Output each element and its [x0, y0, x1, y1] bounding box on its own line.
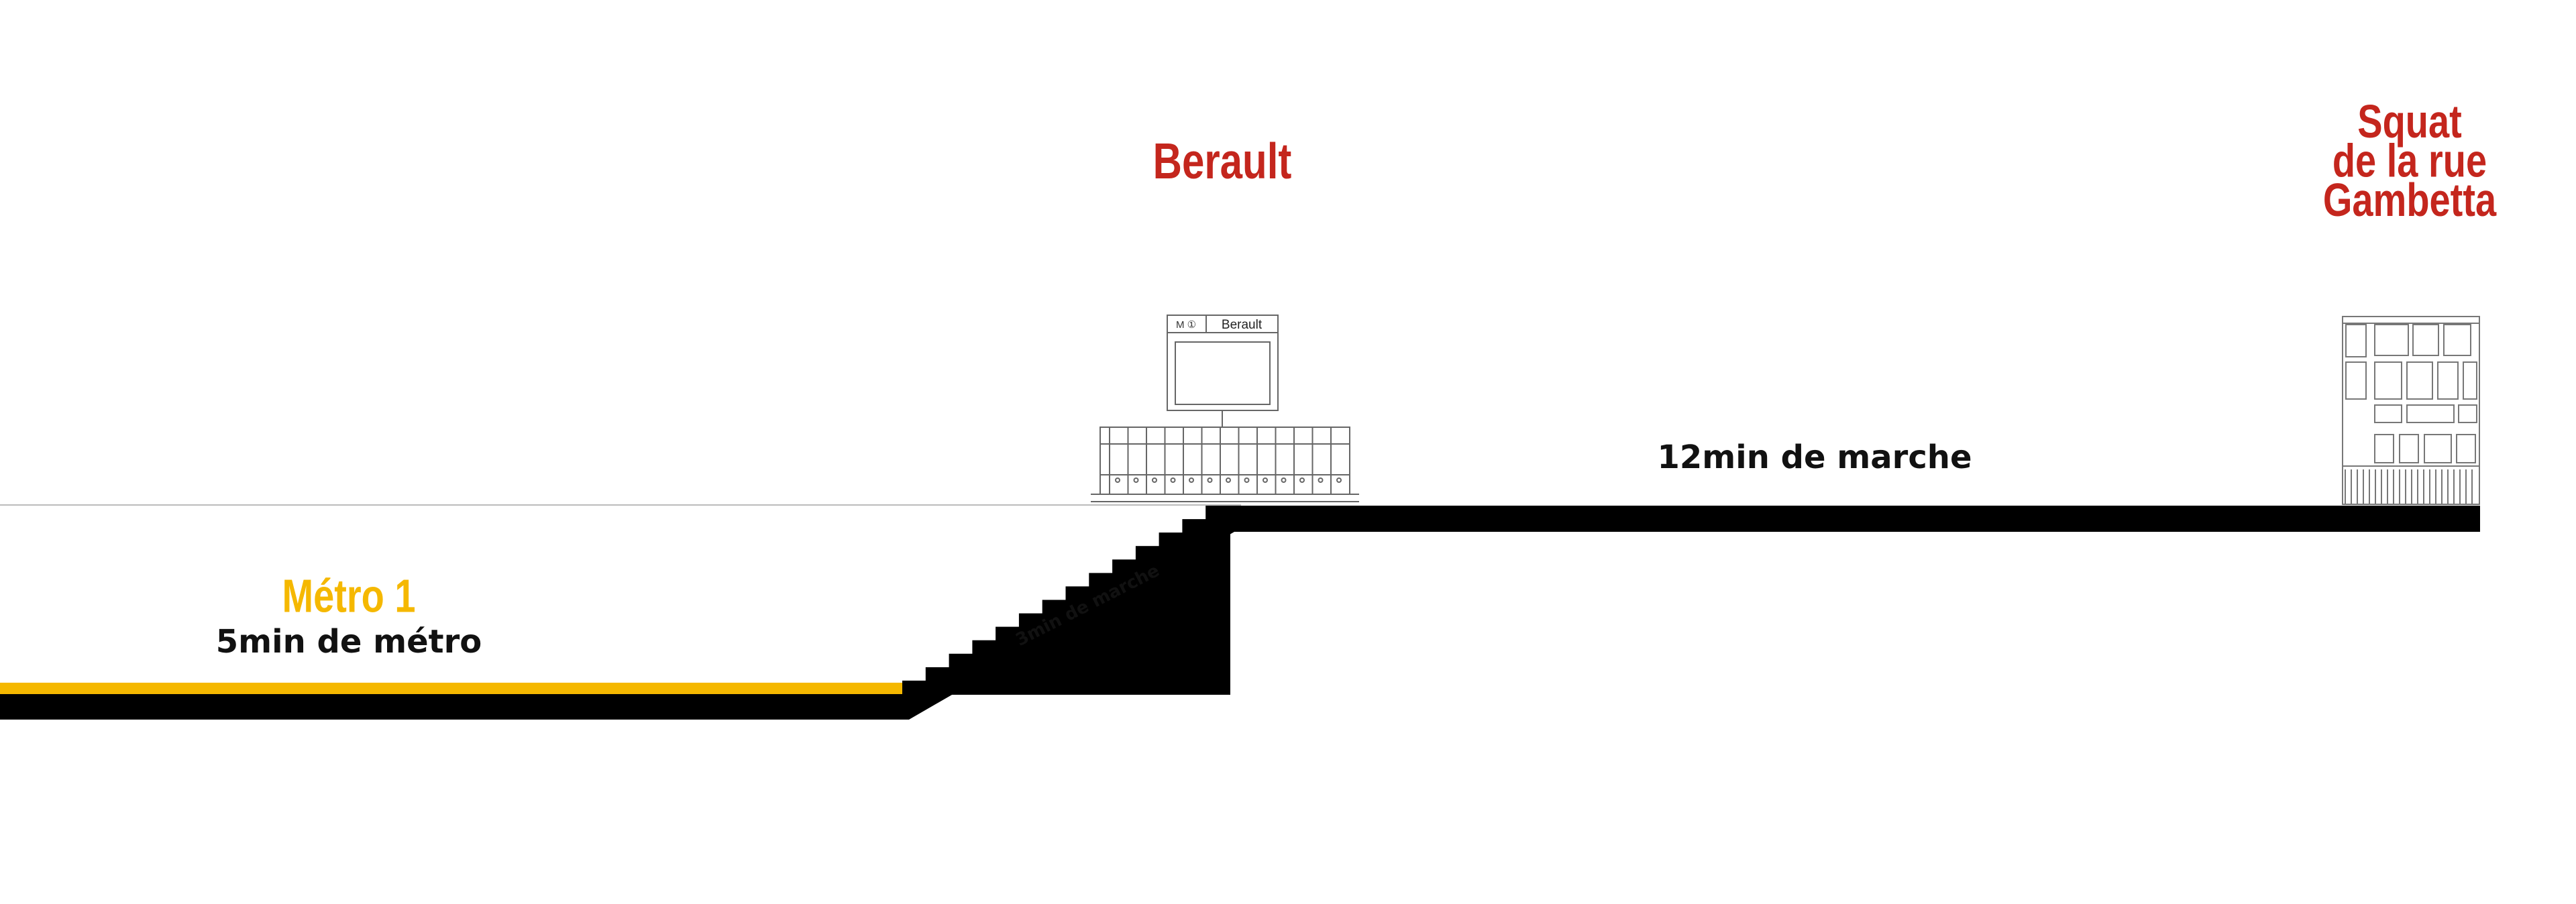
- stair-step: [1135, 546, 1230, 561]
- metro-duration-label: 5min de métro: [216, 623, 482, 661]
- railing-bolt: [1152, 477, 1157, 483]
- staircase: [902, 506, 1230, 695]
- squat-title-line-1: Squat: [2357, 96, 2462, 148]
- metro-line-band: [0, 683, 907, 694]
- stair-step: [1112, 559, 1230, 574]
- squat-title-line-2: de la rue: [2332, 135, 2487, 187]
- railing-bolt: [1207, 477, 1213, 483]
- railing-bolt: [1115, 477, 1120, 483]
- stair-step: [1205, 506, 1230, 520]
- railing-bolt: [1226, 477, 1231, 483]
- railing-bolt: [1299, 477, 1305, 483]
- stair-step: [1182, 519, 1230, 534]
- railing-bolt: [1244, 477, 1250, 483]
- berault-entrance-drawing: [1091, 315, 1359, 502]
- stair-step: [1089, 573, 1230, 587]
- stair-step: [1065, 586, 1230, 601]
- stair-step: [972, 640, 1230, 655]
- railing-bolt: [1263, 477, 1268, 483]
- sign-station-name: Berault: [1222, 318, 1263, 332]
- railing-bolt: [1170, 477, 1176, 483]
- metro-line-label: Métro 1: [282, 571, 415, 622]
- stair-step: [902, 680, 1230, 695]
- railing-bolt: [1281, 477, 1287, 483]
- squat-building-drawing: [2342, 316, 2480, 505]
- stair-step: [949, 653, 1230, 668]
- squat-title: Squat de la rue Gambetta: [2323, 96, 2497, 226]
- railing-bolt: [1336, 477, 1342, 483]
- stair-step: [925, 667, 1230, 681]
- stair-step: [1159, 532, 1230, 547]
- stair-step: [1018, 613, 1230, 628]
- stair-step: [996, 626, 1230, 641]
- squat-title-line-3: Gambetta: [2323, 174, 2497, 226]
- sign-metro-badge: M ①: [1176, 319, 1196, 331]
- berault-station-title: Berault: [1153, 134, 1292, 190]
- stair-step: [1042, 600, 1230, 614]
- railing-bolt: [1318, 477, 1324, 483]
- metro-ground-profile: [0, 506, 2480, 720]
- railing-bolt: [1189, 477, 1194, 483]
- walk-duration-label: 12min de marche: [1657, 439, 1972, 476]
- railing-bolt: [1133, 477, 1139, 483]
